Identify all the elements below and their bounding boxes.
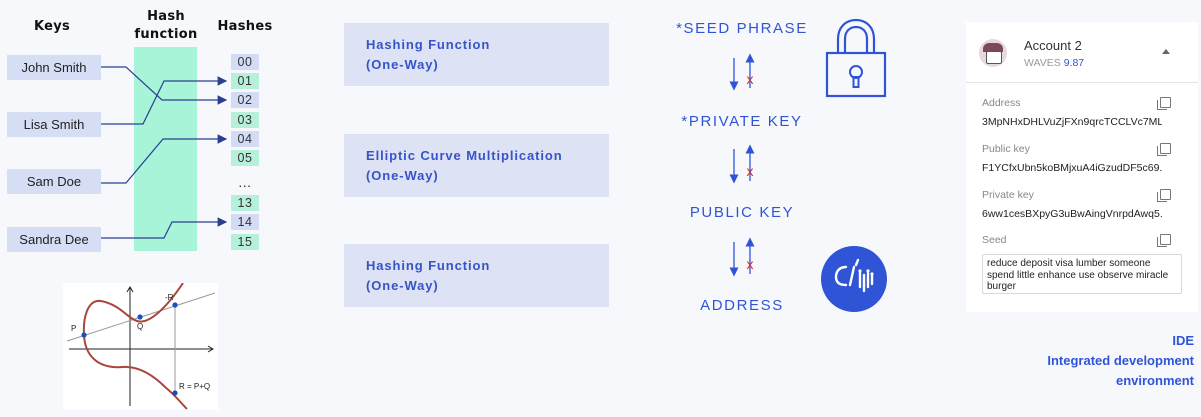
public-key-field-label: Public key <box>982 143 1030 155</box>
label-neg-r: -R <box>165 293 174 302</box>
address-label: ADDRESS <box>700 297 784 314</box>
hash-cell-04: 04 <box>231 131 259 147</box>
ide-title: IDE <box>1172 333 1194 348</box>
hash-cell-13: 13 <box>231 195 259 211</box>
one-way-arrows: x x x <box>729 53 755 277</box>
panel-divider <box>966 82 1198 83</box>
curve-lower <box>83 334 188 410</box>
step-elliptic-note: (One-Way) <box>366 168 439 183</box>
key-lisa-smith: Lisa Smith <box>7 112 101 137</box>
ide-line3: environment <box>1115 373 1194 388</box>
point-r <box>172 390 178 396</box>
curve-background <box>63 283 218 410</box>
point-q <box>137 314 143 320</box>
curve-upper <box>82 283 184 336</box>
copy-private-key-icon[interactable] <box>1157 189 1171 202</box>
label-r: R = P+Q <box>179 382 210 391</box>
balance-currency: WAVES <box>1024 57 1061 69</box>
private-key-label: *PRIVATE KEY <box>681 113 803 130</box>
wallet-panel: Account 2 WAVES 9.87 Address 3MpNHxDHLVu… <box>966 22 1198 312</box>
hash-function-header-line1: Hash <box>147 9 185 24</box>
point-neg-r <box>172 302 178 308</box>
copy-address-icon[interactable] <box>1157 97 1171 110</box>
copy-seed-icon[interactable] <box>1157 234 1171 247</box>
private-key-field-value: 6ww1cesBXpyG3uBwAingVnrpdAwq5... <box>982 208 1162 220</box>
address-field-value: 3MpNHxDHLVuZjFXn9qrcTCCLVc7ML... <box>982 116 1162 128</box>
hash-cell-ellipsis: ... <box>238 174 252 190</box>
block-mark-2: x <box>747 163 754 179</box>
step-hashing-2: Hashing Function (One-Way) <box>344 244 609 307</box>
block-mark-1: x <box>747 71 754 87</box>
label-q: Q <box>137 322 143 331</box>
hash-cell-03: 03 <box>231 112 259 128</box>
balance-value: 9.87 <box>1063 57 1085 69</box>
step-elliptic: Elliptic Curve Multiplication (One-Way) <box>344 134 609 197</box>
arrow-john-to-02 <box>101 66 228 105</box>
step-hashing-1-note: (One-Way) <box>366 57 439 72</box>
label-p: P <box>71 324 76 333</box>
copy-public-key-icon[interactable] <box>1157 143 1171 156</box>
private-key-field-label: Private key <box>982 189 1034 201</box>
address-field-label: Address <box>982 97 1021 109</box>
key-sam-doe: Sam Doe <box>7 169 101 194</box>
elliptic-curve-diagram: P Q -R R = P+Q <box>63 283 218 410</box>
step-hashing-2-note: (One-Way) <box>366 278 439 293</box>
hash-function-header-line2: function <box>134 27 198 42</box>
hash-cell-01: 01 <box>231 73 259 89</box>
account-balance: WAVES 9.87 <box>1024 57 1084 69</box>
seed-field-label: Seed <box>982 234 1007 246</box>
key-sandra-dee: Sandra Dee <box>7 227 101 252</box>
keys-header: Keys <box>33 19 71 34</box>
public-key-field-value: F1YCfxUbn5koBMjxuA4iGzudDF5c69... <box>982 162 1162 174</box>
point-p <box>81 332 87 338</box>
hash-mapping-arrows <box>101 66 228 239</box>
hash-cell-02: 02 <box>231 92 259 108</box>
arrow-sam-to-04 <box>101 134 228 184</box>
account-avatar <box>979 39 1007 67</box>
hash-cell-15: 15 <box>231 234 259 250</box>
key-john-smith: John Smith <box>7 55 101 80</box>
hash-function-header: Hash function <box>126 8 206 44</box>
hash-cell-05: 05 <box>231 150 259 166</box>
arrow-lisa-to-01 <box>101 76 228 125</box>
account-name: Account 2 <box>1024 38 1082 53</box>
ide-line2: Integrated development <box>1047 353 1194 368</box>
block-mark-3: x <box>747 256 754 272</box>
address-logo-icon <box>821 246 887 312</box>
public-key-label: PUBLIC KEY <box>689 204 795 221</box>
step-hashing-2-title: Hashing Function <box>366 258 491 273</box>
step-hashing-1-title: Hashing Function <box>366 37 491 52</box>
hash-cell-00: 00 <box>231 54 259 70</box>
hashes-header: Hashes <box>217 19 273 34</box>
seed-phrase-label: *SEED PHRASE <box>676 20 808 37</box>
step-hashing-1: Hashing Function (One-Way) <box>344 23 609 86</box>
padlock-icon <box>825 18 887 98</box>
collapse-button[interactable] <box>1162 49 1170 54</box>
seed-field-value: reduce deposit visa lumber someone spend… <box>982 254 1182 294</box>
hash-cell-14: 14 <box>231 214 259 230</box>
step-elliptic-title: Elliptic Curve Multiplication <box>366 148 563 163</box>
arrow-sandra-to-14 <box>101 217 228 239</box>
